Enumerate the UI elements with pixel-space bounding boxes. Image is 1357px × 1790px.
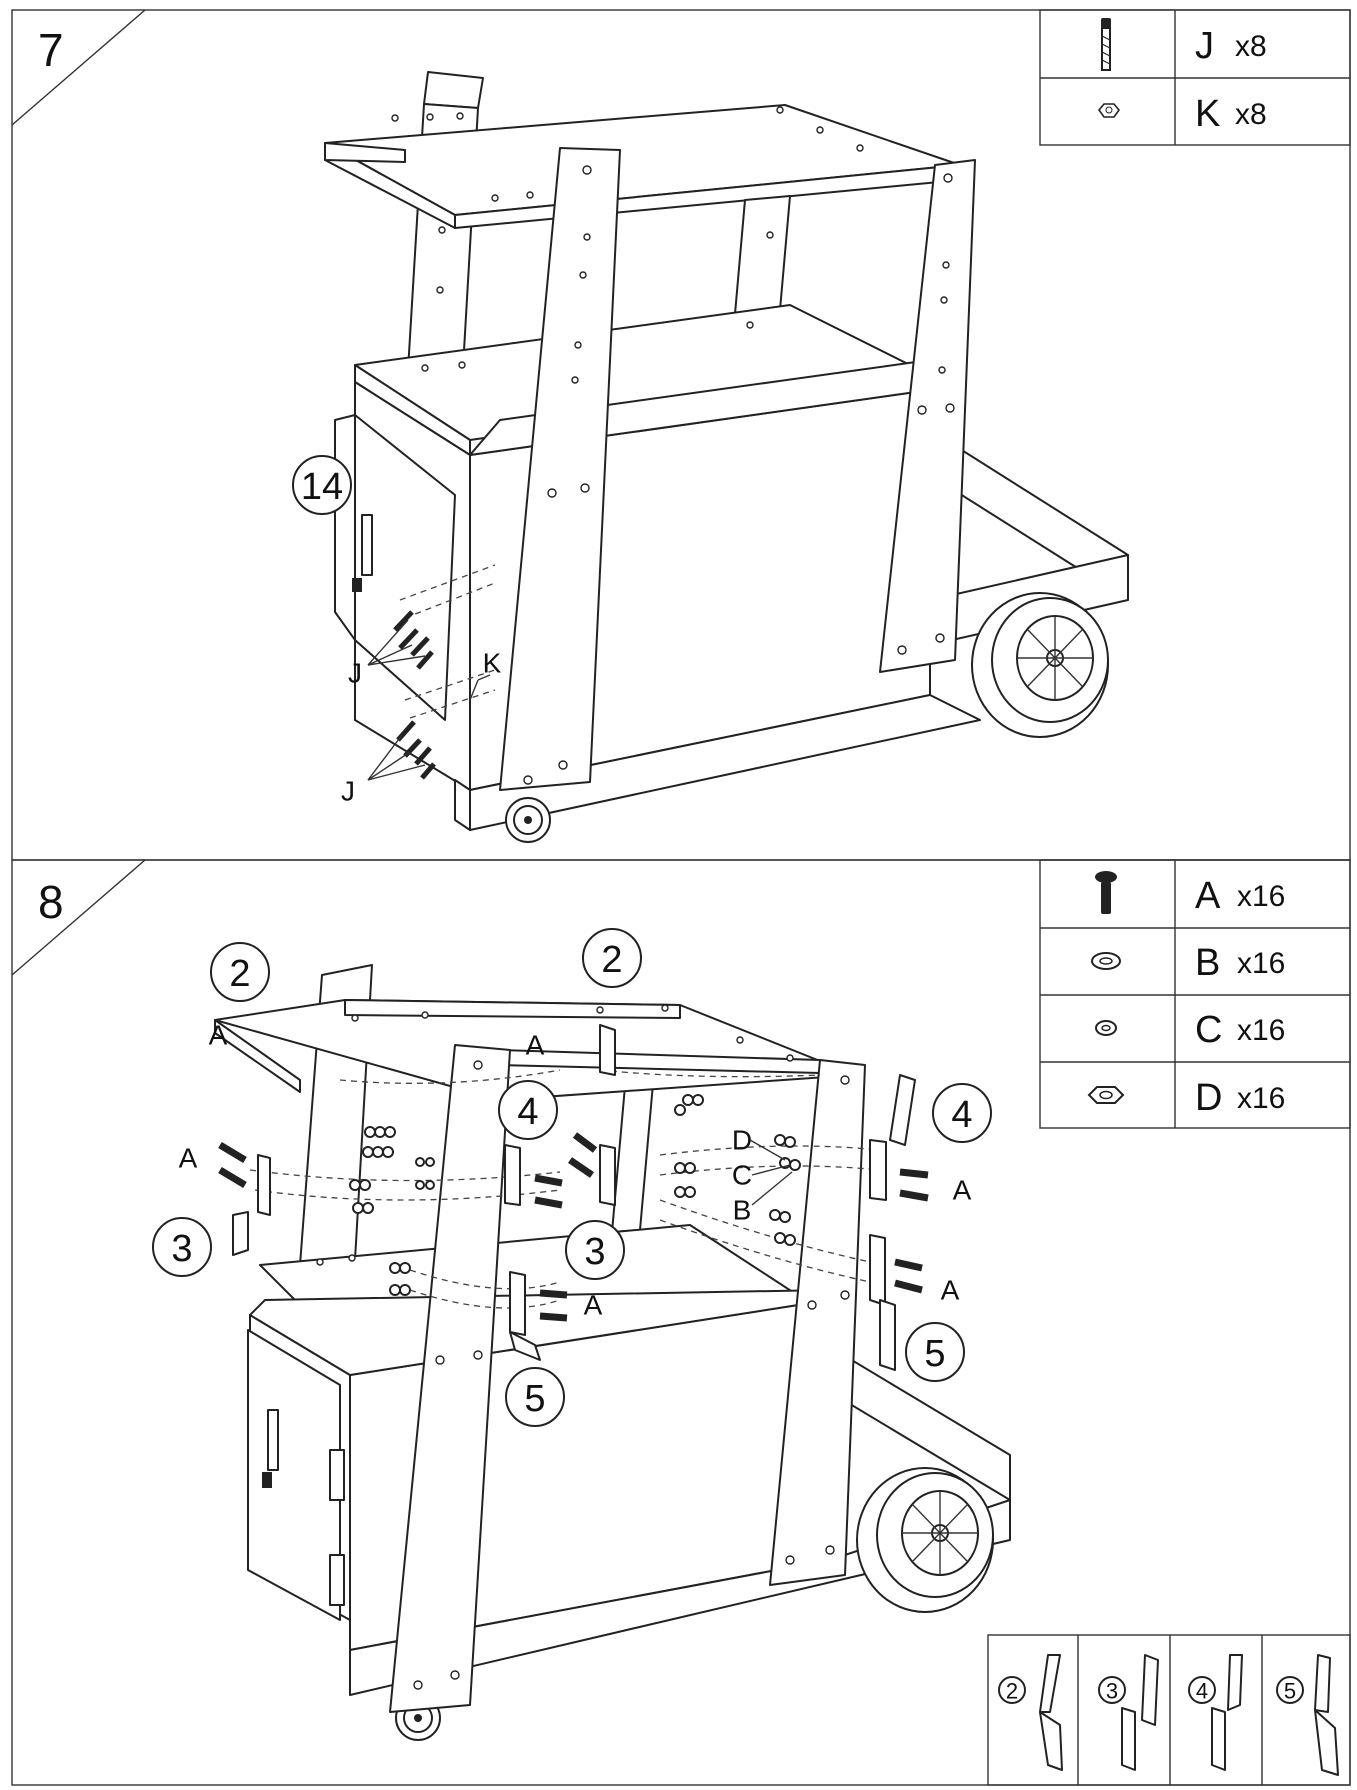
callout-5-mid: 5 bbox=[505, 1367, 565, 1427]
part-c-qty: x16 bbox=[1237, 1014, 1285, 1047]
svg-text:3: 3 bbox=[1106, 1679, 1118, 1704]
label-b: B bbox=[733, 1195, 752, 1226]
part-d-qty: x16 bbox=[1237, 1082, 1285, 1115]
svg-text:2: 2 bbox=[601, 939, 622, 981]
svg-text:5: 5 bbox=[1284, 1679, 1296, 1704]
label-a-left: A bbox=[179, 1143, 198, 1174]
callout-4-right: 4 bbox=[932, 1083, 992, 1143]
part-k-qty: x8 bbox=[1235, 98, 1267, 131]
callout-2-right: 2 bbox=[582, 928, 642, 988]
label-a-right-lower: A bbox=[941, 1275, 960, 1306]
brackets bbox=[232, 1024, 916, 1371]
leader-lines bbox=[749, 1139, 793, 1206]
bracket-legend: 2 3 4 5 bbox=[987, 1634, 1351, 1786]
part-a-qty: x16 bbox=[1237, 880, 1285, 913]
label-a-mid: A bbox=[584, 1290, 603, 1321]
svg-text:14: 14 bbox=[301, 466, 343, 508]
bolt-icon bbox=[1101, 18, 1111, 71]
svg-text:4: 4 bbox=[517, 1091, 538, 1133]
callout-5-right: 5 bbox=[905, 1322, 965, 1382]
svg-text:4: 4 bbox=[951, 1094, 972, 1136]
bolt-icon bbox=[1095, 871, 1117, 914]
front-caster bbox=[505, 797, 551, 843]
label-d: D bbox=[732, 1125, 752, 1156]
part-j-letter: J bbox=[1195, 25, 1214, 67]
hardware-guides bbox=[367, 564, 496, 781]
label-j-upper: J bbox=[348, 658, 362, 689]
nuts-washers bbox=[349, 1094, 801, 1296]
step-8-panel: 8 A x16 bbox=[11, 859, 1351, 1786]
svg-text:3: 3 bbox=[584, 1231, 605, 1273]
bolt-holes bbox=[316, 1004, 850, 1690]
hex-nut-icon bbox=[1087, 1086, 1125, 1104]
cart-drawing-step-7: 14 J J K bbox=[292, 71, 1129, 843]
callout-3-left: 3 bbox=[152, 1217, 212, 1277]
label-c: C bbox=[732, 1160, 752, 1191]
lock-washer-icon bbox=[1095, 1020, 1117, 1036]
bracket-legend-4: 4 bbox=[1188, 1654, 1243, 1771]
svg-text:5: 5 bbox=[524, 1378, 545, 1420]
bracket-legend-3: 3 bbox=[1098, 1654, 1159, 1771]
callout-3-mid: 3 bbox=[565, 1220, 625, 1280]
part-a-letter: A bbox=[1195, 875, 1221, 917]
rear-wheel bbox=[971, 592, 1109, 738]
label-a-top-mid: A bbox=[526, 1030, 545, 1061]
part-j-qty: x8 bbox=[1235, 30, 1267, 63]
bracket-legend-2: 2 bbox=[998, 1654, 1063, 1771]
part-b-qty: x16 bbox=[1237, 947, 1285, 980]
callout-14: 14 bbox=[292, 455, 352, 515]
step-7-parts-box: J x8 K x8 bbox=[1039, 9, 1351, 146]
step-8-parts-box: A x16 B x16 C x16 D x16 bbox=[1039, 859, 1351, 1129]
step-7-number: 7 bbox=[38, 24, 64, 76]
part-k-letter: K bbox=[1195, 93, 1220, 135]
bracket-legend-5: 5 bbox=[1276, 1654, 1339, 1776]
part-b-letter: B bbox=[1195, 942, 1220, 984]
step-7-panel: 7 J x8 K x8 bbox=[11, 9, 1351, 861]
part-c-letter: C bbox=[1195, 1009, 1222, 1051]
flat-washer-icon bbox=[1091, 952, 1121, 970]
label-a-right-upper: A bbox=[953, 1175, 972, 1206]
cart-drawing-step-8: 2 2 4 4 3 3 5 bbox=[152, 928, 1011, 1741]
label-a-top-left: A bbox=[209, 1020, 228, 1051]
callout-2-left: 2 bbox=[210, 942, 270, 1002]
svg-text:2: 2 bbox=[1006, 1679, 1018, 1704]
svg-text:5: 5 bbox=[924, 1333, 945, 1375]
nut-icon bbox=[1097, 103, 1121, 118]
bolts-a bbox=[218, 1132, 929, 1322]
svg-text:4: 4 bbox=[1196, 1679, 1208, 1704]
rear-wheel bbox=[856, 1467, 994, 1613]
part-d-letter: D bbox=[1195, 1077, 1222, 1119]
step-8-number: 8 bbox=[38, 876, 64, 928]
label-j-lower: J bbox=[341, 776, 355, 807]
label-k: K bbox=[483, 648, 502, 679]
door-panel bbox=[334, 414, 456, 721]
svg-text:2: 2 bbox=[229, 953, 250, 995]
svg-text:3: 3 bbox=[171, 1228, 192, 1270]
door-panel bbox=[247, 1329, 345, 1621]
bolt-holes bbox=[391, 106, 955, 785]
callout-4-left: 4 bbox=[498, 1080, 558, 1140]
